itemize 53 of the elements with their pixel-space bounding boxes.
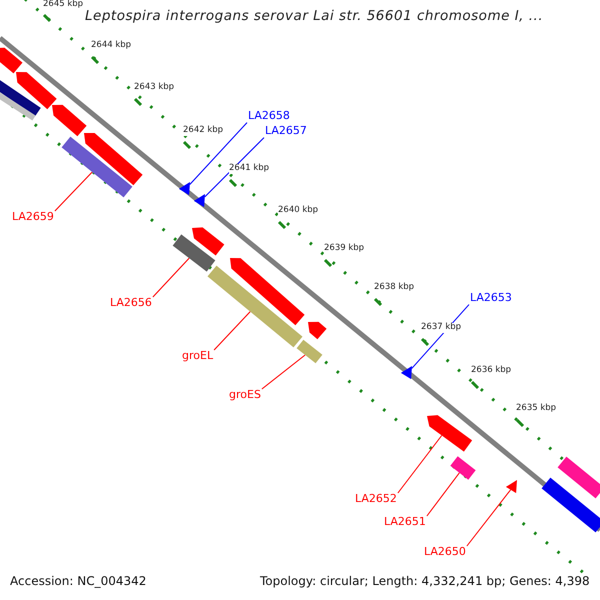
tick-label: 2636 kbp	[471, 366, 512, 376]
tick-label: 2638 kbp	[374, 283, 414, 293]
gene-label: LA2651	[384, 516, 426, 529]
gene-bar	[62, 136, 132, 198]
gene-bar	[0, 90, 36, 120]
gene-bar	[558, 456, 600, 498]
gene-label: LA2656	[110, 297, 152, 310]
tick-label: 2641 kbp	[229, 164, 270, 174]
leader-line	[189, 122, 248, 185]
gene-bar	[172, 234, 216, 272]
leader-line	[261, 354, 306, 390]
gene-triangle	[178, 182, 190, 196]
leader-line	[152, 258, 190, 298]
gene-label: groES	[229, 389, 261, 402]
leader-line	[54, 172, 93, 212]
map-title: Leptospira interrogans serovar Lai str. 56601 chromosome I, ...	[85, 9, 544, 25]
tick-label: 2644 kbp	[91, 41, 132, 51]
leader-line	[466, 489, 512, 546]
gene-label: LA2657	[265, 125, 307, 138]
gene-label: LA2658	[248, 110, 290, 123]
gene-feature	[84, 133, 143, 186]
gene-bar	[542, 478, 600, 532]
gene-triangle	[194, 194, 205, 208]
gene-label: LA2659	[12, 211, 54, 224]
gene-bar	[208, 266, 302, 348]
accession-text: Accession: NC_004342	[10, 575, 146, 589]
tick-label: 2639 kbp	[324, 244, 364, 254]
gene-feature	[427, 415, 472, 452]
gene-feature	[230, 258, 305, 326]
leader-line	[411, 304, 470, 369]
gene-triangle	[400, 366, 412, 380]
gene-feature	[192, 227, 224, 256]
leader-line	[214, 311, 251, 350]
gene-feature	[0, 48, 22, 74]
gene-bar	[0, 78, 41, 116]
gene-triangle	[506, 480, 517, 494]
gene-label: LA2652	[355, 493, 397, 506]
gene-bar	[296, 340, 322, 364]
gene-label: groEL	[182, 350, 214, 363]
gene-feature	[52, 104, 87, 136]
gene-label: LA2653	[470, 292, 512, 305]
topology-text: Topology: circular; Length: 4,332,241 bp; Genes: 4,398	[260, 575, 590, 589]
leader-line	[426, 472, 460, 516]
gene-feature	[16, 72, 57, 110]
tick-label: 2635 kbp	[516, 404, 556, 414]
gene-bar	[450, 456, 476, 480]
tick-label: 2640 kbp	[278, 206, 318, 216]
tick-label: 2642 kbp	[183, 126, 224, 136]
gene-feature	[308, 322, 327, 340]
gene-label: LA2650	[424, 546, 466, 559]
leader-line	[397, 435, 442, 494]
tick-label: 2643 kbp	[134, 83, 174, 93]
tick-label: 2637 kbp	[421, 323, 462, 333]
